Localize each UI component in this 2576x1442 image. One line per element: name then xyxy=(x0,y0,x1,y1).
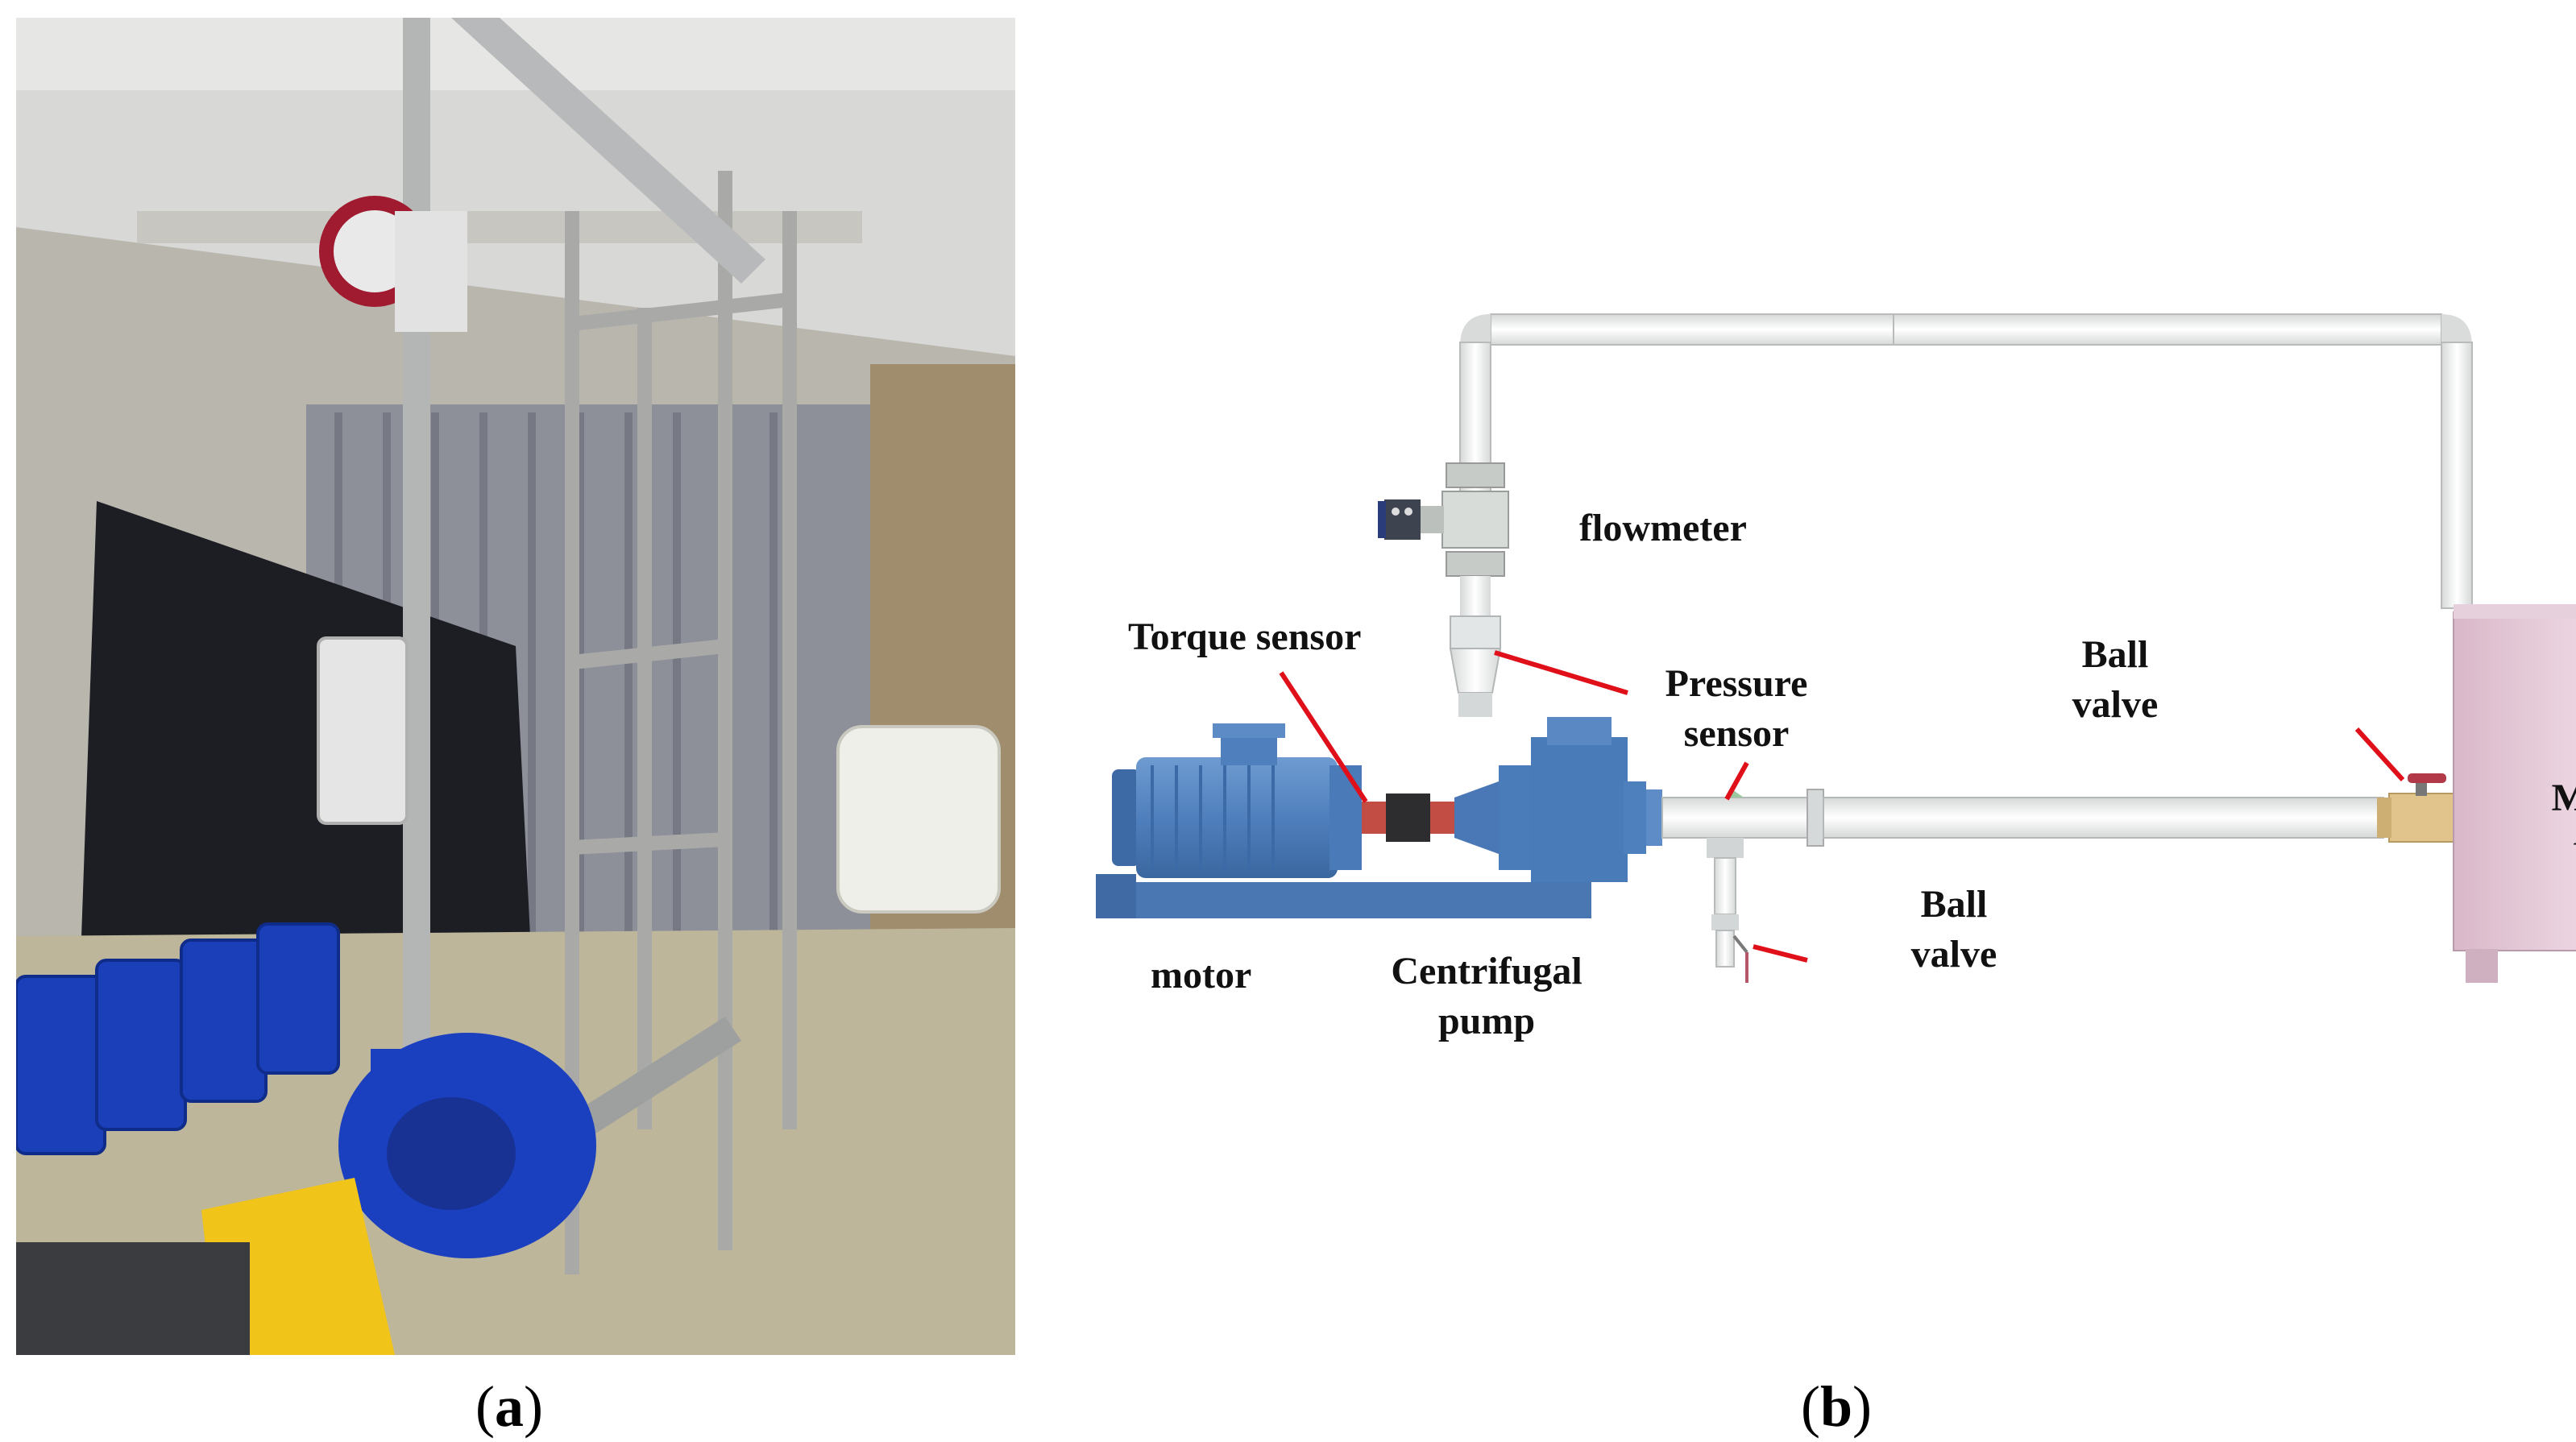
ball-valve-inlet xyxy=(2377,773,2454,843)
mixing-tank xyxy=(2453,604,2576,983)
centrifugal-pump xyxy=(1454,717,1662,882)
label-motor: motor xyxy=(1151,954,1252,997)
caption-a-letter: a xyxy=(494,1374,524,1439)
label-centrifugal-pump: Centrifugal pump xyxy=(1362,947,1612,1047)
label-pressure-sensor-line1: Pressure xyxy=(1665,662,1808,705)
label-flowmeter: flowmeter xyxy=(1579,507,1747,549)
label-mixing-tank: Mixing tank xyxy=(2530,773,2576,874)
label-ball-valve-top: Ball valve xyxy=(2055,630,2176,731)
schematic-diagram: flowmeter Torque sensor Pressure sensor … xyxy=(1047,274,2576,1120)
label-ball-valve-bottom: Ball valve xyxy=(1894,880,2014,980)
outlet-pipe xyxy=(1661,789,2384,847)
label-torque-sensor: Torque sensor xyxy=(1128,615,1362,658)
motor xyxy=(1112,723,1362,878)
callout-lines xyxy=(1279,650,2405,963)
flowmeter xyxy=(1378,462,1509,577)
label-ball-valve-bottom-line2: valve xyxy=(1910,933,1997,976)
test-rig-photo-illustration xyxy=(16,18,1015,1355)
caption-a: (a) xyxy=(475,1374,543,1439)
motor-base xyxy=(1108,882,1591,918)
label-ball-valve-top-line2: valve xyxy=(2072,683,2159,727)
caption-b-letter: b xyxy=(1819,1374,1853,1439)
label-pressure-sensor-line2: sensor xyxy=(1683,712,1790,756)
label-mixing-tank-line2: tank xyxy=(2530,823,2576,873)
drain-branch xyxy=(1707,838,1748,983)
schematic-drawing xyxy=(1096,313,2576,983)
return-pipe xyxy=(1459,313,2473,609)
label-mixing-tank-line1: Mixing xyxy=(2551,777,2576,819)
label-pressure-sensor: Pressure sensor xyxy=(1644,659,1829,760)
test-rig-photo xyxy=(16,18,1015,1355)
label-centrifugal-pump-line1: Centrifugal xyxy=(1391,950,1583,992)
torque-sensor xyxy=(1362,794,1454,842)
label-ball-valve-bottom-line1: Ball xyxy=(1920,883,1988,926)
caption-b: (b) xyxy=(1801,1374,1873,1439)
label-centrifugal-pump-line2: pump xyxy=(1437,1000,1536,1043)
label-ball-valve-top-line1: Ball xyxy=(2081,633,2149,676)
